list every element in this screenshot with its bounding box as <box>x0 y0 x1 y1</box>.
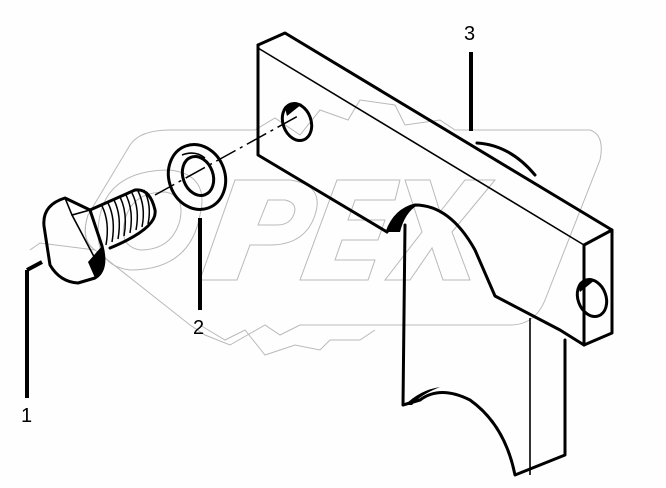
opex-watermark <box>29 99 602 356</box>
bolt-part-1 <box>42 188 157 285</box>
callout-3-label: 3 <box>464 23 476 45</box>
bracket-part-3 <box>256 31 614 477</box>
callout-2-label: 2 <box>193 317 205 339</box>
assembly-axis <box>154 115 299 196</box>
callout-1-label: 1 <box>21 405 33 427</box>
washer-part-2 <box>166 143 228 211</box>
